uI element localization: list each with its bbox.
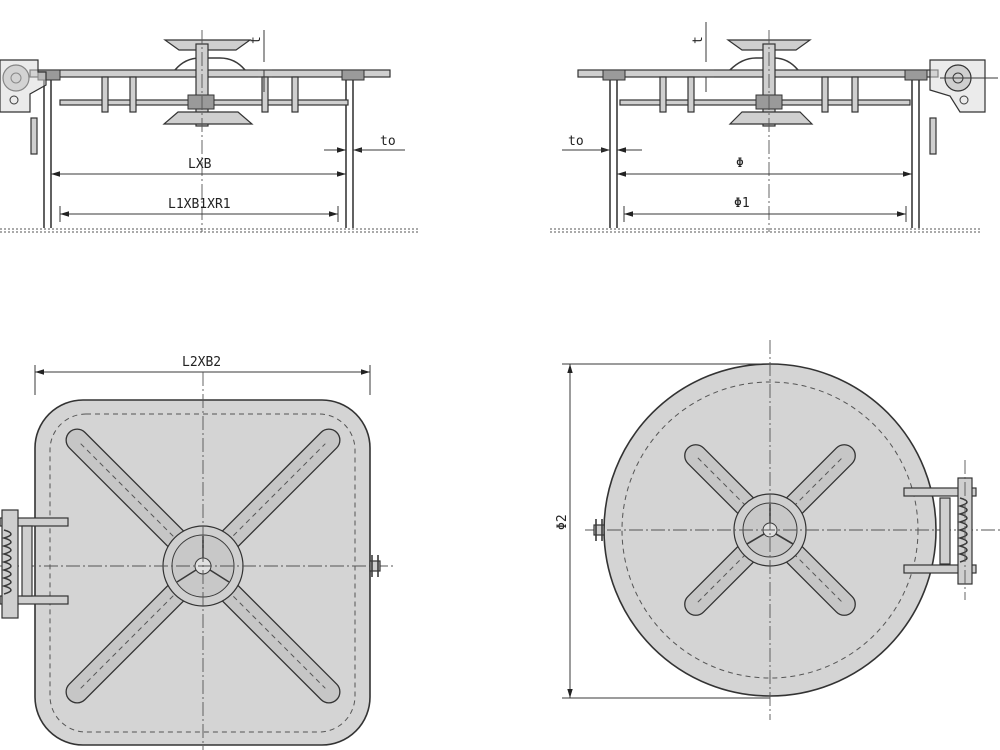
stiffener-1 [101,76,109,113]
round-hatch-section-view: t to Φ Φ1 [550,22,998,233]
hinge-rod [30,117,38,155]
round-hatch-plan-view: Φ2 [555,340,1000,720]
t-label: t [249,36,264,44]
round-stiffener-3 [821,76,829,113]
hinge-bolt [9,95,19,105]
rect-plan-hinge [0,509,69,619]
hinge-bracket [0,59,47,113]
cover-plate [29,69,391,78]
stiffener-4 [291,76,299,113]
phi2-label: Φ2 [555,514,570,530]
round-stiffener-1 [659,76,667,113]
round-stiffener-4 [851,76,859,113]
round-plan-handle [593,519,605,541]
round-hinge-rod [929,117,937,155]
rect-plan-handle [369,555,381,577]
round-t-label: t [691,36,706,44]
rect-spoke-2 [176,569,197,583]
stiffener-2 [129,76,137,113]
round-cover-plate [577,69,939,78]
stiffener-3 [261,76,269,113]
round-seal-right [904,69,928,81]
rect-spoke-3 [209,569,230,583]
round-phi1-label: Φ1 [734,196,750,211]
l2xb2-label: L2XB2 [182,355,221,370]
round-plan-hinge [903,460,977,600]
round-spoke-3 [775,533,794,545]
handwheel-bottom [162,111,254,125]
round-stiffener-2 [687,76,695,113]
round-phi-label: Φ [736,156,744,171]
round-seal-left [602,69,626,81]
lxb-label: LXB [188,157,212,172]
spindle-nut [187,94,215,110]
round-to-label: to [568,134,584,149]
round-hinge-bolt [959,95,969,105]
l1xb1xr1-label: L1XB1XR1 [168,197,231,212]
cover-dome [174,57,246,71]
seal-gasket-right [341,69,365,81]
rect-hatch-plan-view: L2XB2 [0,355,395,750]
round-spoke-2 [746,533,765,545]
rect-hatch-section-view: t to LXB L1XB1XR1 [0,30,418,233]
to-label: to [380,134,396,149]
round-handwheel-bottom [728,111,814,125]
